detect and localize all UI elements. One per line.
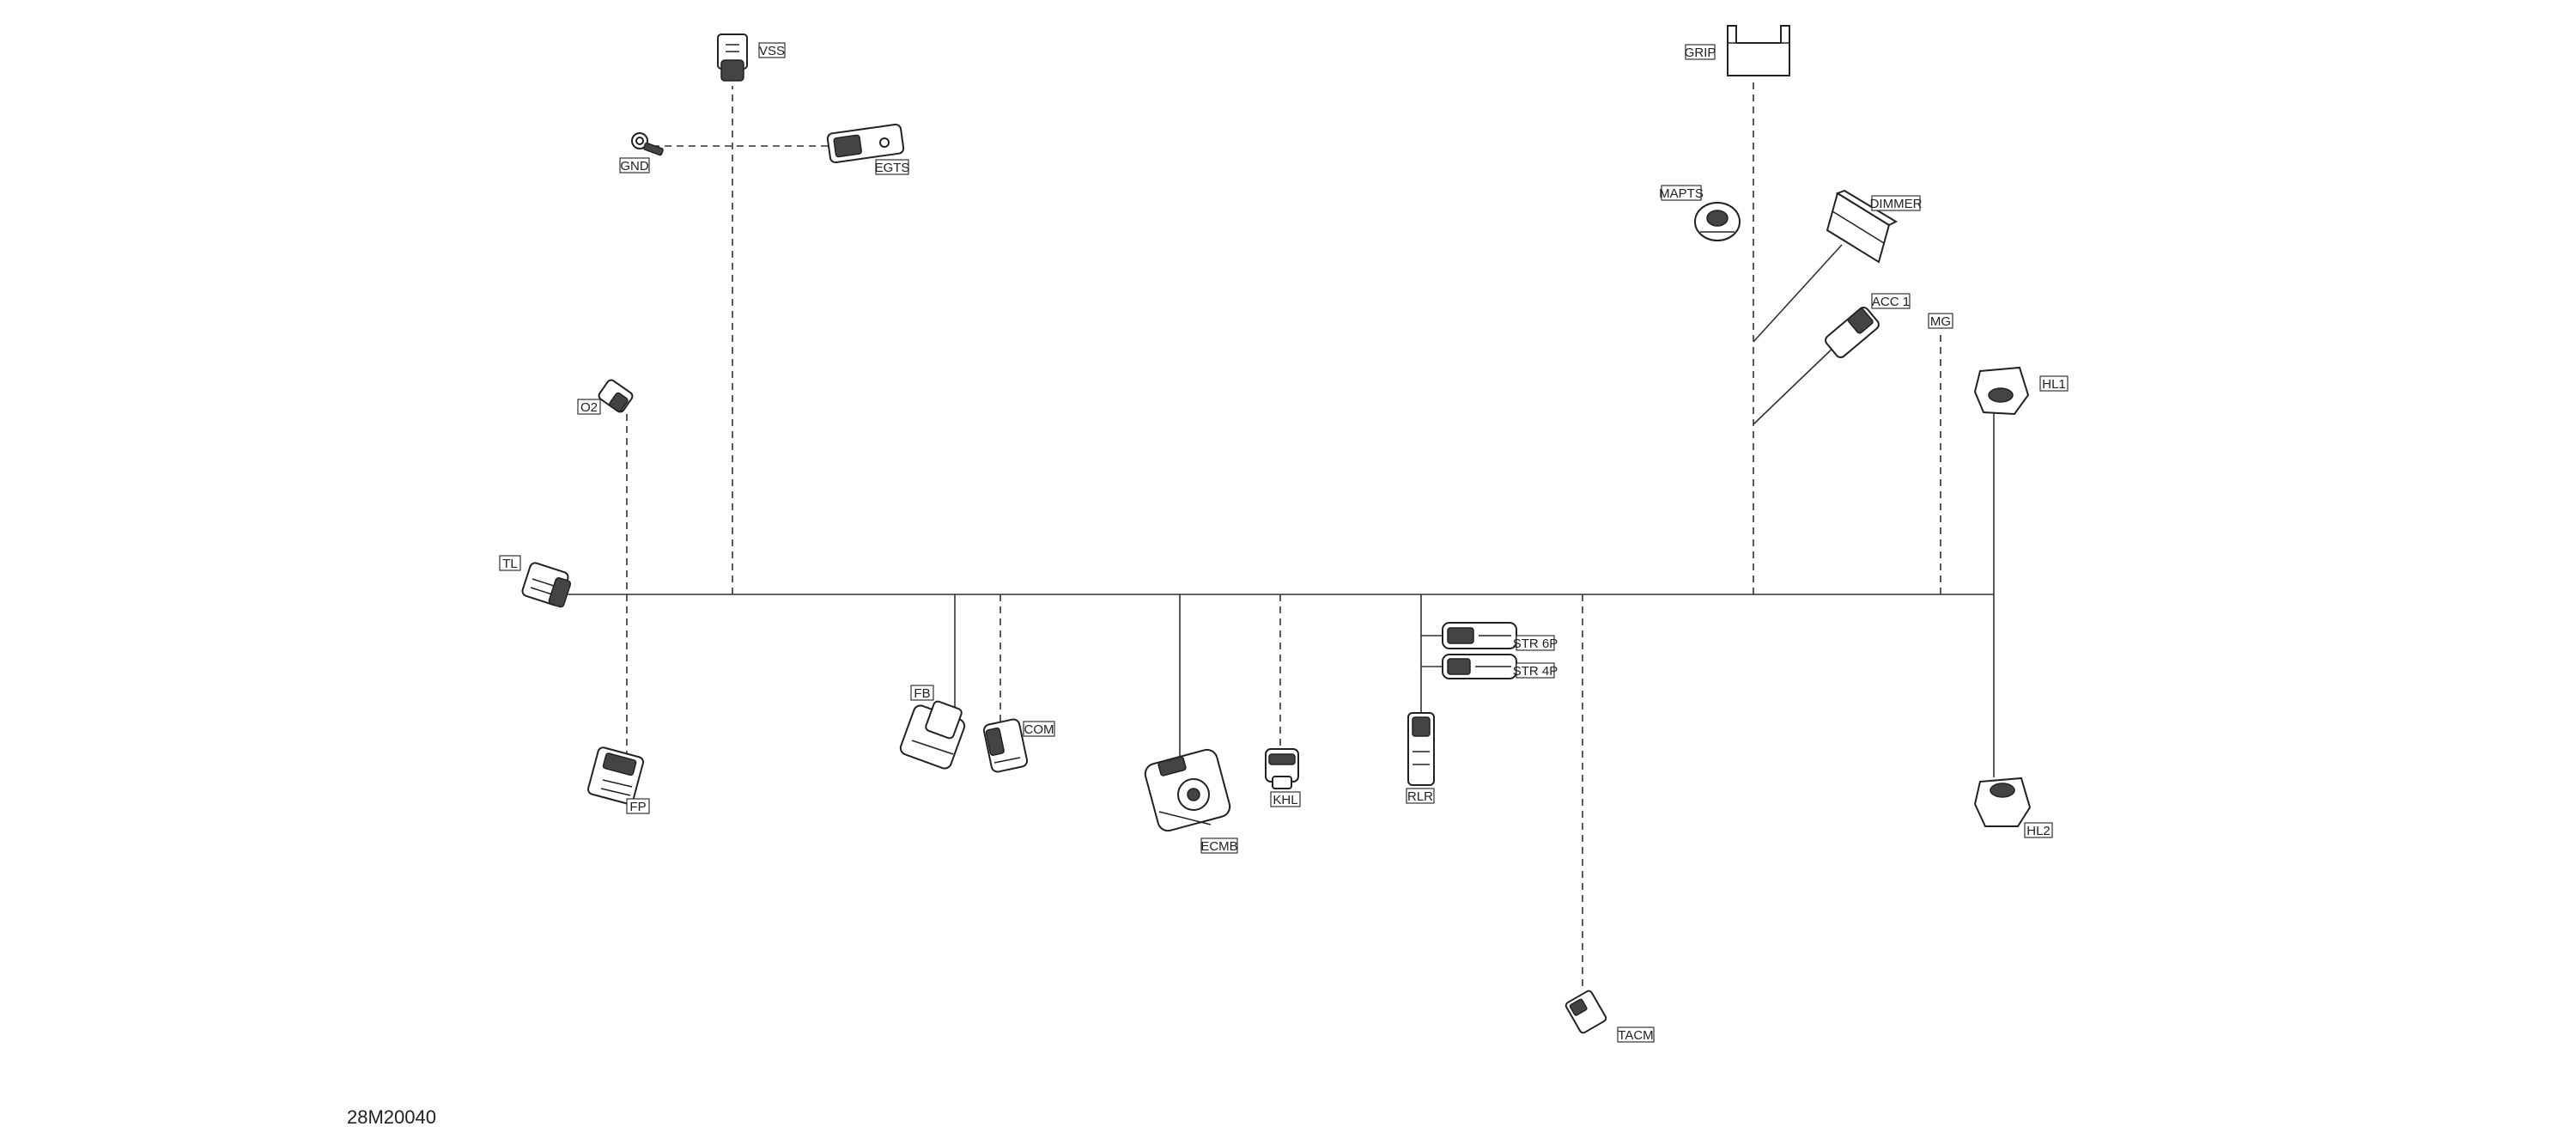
label-acc1: ACC 1	[1871, 293, 1911, 309]
label-fb: FB	[910, 685, 934, 701]
label-hl2: HL2	[2024, 822, 2053, 838]
egts-connector-icon	[826, 123, 905, 164]
svg-text:FB: FB	[914, 686, 930, 701]
label-gnd: GND	[619, 157, 650, 174]
svg-text:EGTS: EGTS	[875, 161, 910, 175]
fb-connector-icon	[899, 700, 966, 770]
svg-text:ACC 1: ACC 1	[1872, 295, 1910, 309]
tl-connector-icon	[521, 562, 572, 608]
label-fp: FP	[626, 798, 650, 814]
label-mapts: MAPTS	[1659, 185, 1704, 201]
svg-text:GND: GND	[620, 159, 649, 174]
dimmer-branch-wire	[1753, 244, 1843, 343]
label-hl1: HL1	[2039, 375, 2069, 392]
svg-text:ECMB: ECMB	[1200, 839, 1237, 854]
svg-text:KHL: KHL	[1273, 793, 1297, 807]
svg-text:HL1: HL1	[2042, 377, 2066, 392]
ecmb-connector-icon	[1144, 748, 1231, 832]
grip-connector-icon	[1727, 25, 1790, 76]
o2-connector-icon	[598, 379, 634, 413]
svg-text:STR 4P: STR 4P	[1513, 664, 1558, 679]
harness-wires	[567, 79, 1995, 988]
svg-text:DIMMER: DIMMER	[1870, 197, 1923, 211]
hl2-connector-icon	[1973, 777, 2032, 827]
fp-connector-icon	[587, 746, 644, 805]
svg-text:FP: FP	[629, 800, 646, 814]
label-str6p: STR 6P	[1513, 635, 1558, 651]
str6p-connector-icon	[1442, 622, 1517, 649]
label-mg: MG	[1928, 313, 1953, 329]
com-connector-icon	[982, 718, 1029, 773]
svg-text:O2: O2	[580, 400, 598, 415]
label-grip: GRIP	[1685, 44, 1716, 60]
label-rlr: RLR	[1406, 788, 1435, 804]
mapts-connector-icon	[1694, 202, 1741, 241]
svg-text:RLR: RLR	[1407, 789, 1433, 804]
acc1-branch-wire	[1753, 343, 1838, 425]
dimmer-connector-icon	[1826, 189, 1899, 264]
tacm-connector-icon	[1564, 990, 1607, 1034]
vss-connector-icon	[717, 33, 748, 82]
svg-text:GRIP: GRIP	[1685, 46, 1716, 60]
str4p-connector-icon	[1442, 654, 1517, 679]
khl-connector-icon	[1265, 748, 1299, 789]
label-str4p: STR 4P	[1513, 662, 1558, 679]
hl1-connector-icon	[1973, 366, 2030, 416]
label-egts: EGTS	[875, 159, 910, 175]
svg-text:COM: COM	[1024, 722, 1054, 737]
svg-text:MG: MG	[1930, 314, 1951, 329]
connector-labels: VSS GND EGTS O2 TL FP FB COM	[499, 42, 2069, 1043]
label-tacm: TACM	[1617, 1026, 1655, 1043]
label-vss: VSS	[758, 42, 786, 58]
label-dimmer: DIMMER	[1870, 195, 1923, 211]
rlr-connector-icon	[1407, 712, 1435, 786]
svg-text:HL2: HL2	[2026, 824, 2050, 838]
svg-text:STR 6P: STR 6P	[1513, 636, 1558, 651]
label-o2: O2	[577, 399, 601, 415]
svg-text:TACM: TACM	[1618, 1028, 1653, 1043]
svg-text:VSS: VSS	[759, 44, 785, 58]
label-tl: TL	[499, 555, 521, 571]
acc1-connector-icon	[1825, 307, 1880, 358]
svg-text:TL: TL	[502, 557, 518, 571]
label-khl: KHL	[1270, 791, 1301, 807]
drawing-id: 28M20040	[347, 1106, 436, 1128]
label-com: COM	[1023, 721, 1055, 737]
gnd-ring-terminal-icon	[631, 132, 664, 156]
label-ecmb: ECMB	[1200, 837, 1238, 854]
svg-text:MAPTS: MAPTS	[1659, 186, 1704, 201]
